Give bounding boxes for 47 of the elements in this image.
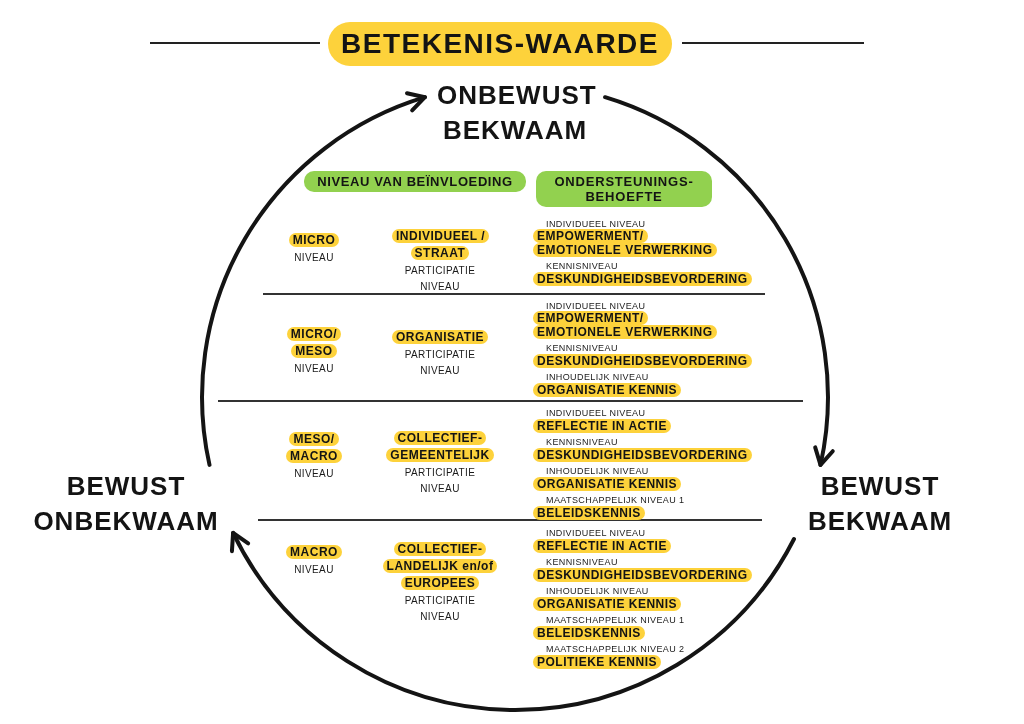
level-label: NIVEAU [294, 363, 334, 374]
level-label: KENNISNIVEAU [546, 437, 618, 447]
highlighted-term: DESKUNDIGHEIDSBEVORDERING [533, 354, 752, 368]
level-label: PARTICIPATIE NIVEAU [404, 265, 476, 292]
level-label: MAATSCHAPPELIJK NIVEAU 1 [546, 495, 685, 505]
level-label: INHOUDELIJK NIVEAU [546, 586, 649, 596]
level-label: INDIVIDUEEL NIVEAU [546, 528, 646, 538]
level-label: PARTICIPATIE NIVEAU [404, 595, 476, 622]
level-label: NIVEAU [294, 252, 334, 263]
level-label: NIVEAU [294, 468, 334, 479]
highlighted-term: REFLECTIE IN ACTIE [533, 539, 671, 553]
highlighted-term: ORGANISATIE [392, 329, 488, 346]
level-label: KENNISNIVEAU [546, 261, 618, 271]
highlighted-term: POLITIEKE KENNIS [533, 655, 661, 669]
level-label: KENNISNIVEAU [546, 557, 618, 567]
highlighted-term: BELEIDSKENNIS [533, 626, 645, 640]
cycle-arrow [231, 530, 796, 712]
level-label: KENNISNIVEAU [546, 343, 618, 353]
level-label: INHOUDELIJK NIVEAU [546, 372, 649, 382]
title-banner: BETEKENIS-WAARDE [328, 22, 672, 66]
stage-label: ONBEWUST BEKWAAM [425, 74, 605, 152]
level-label: PARTICIPATIE NIVEAU [404, 467, 476, 494]
highlighted-term: INDIVIDUEEL / STRAAT [392, 228, 488, 262]
stage-label: BEWUST BEKWAAM [794, 465, 966, 543]
level-label: NIVEAU [294, 564, 334, 575]
level-label: INDIVIDUEEL NIVEAU [546, 301, 646, 311]
level-label: MAATSCHAPPELIJK NIVEAU 1 [546, 615, 685, 625]
highlighted-term: MICRO [288, 232, 340, 249]
cycle-arrow [200, 92, 427, 467]
highlighted-term: DESKUNDIGHEIDSBEVORDERING [533, 272, 752, 286]
highlighted-term: DESKUNDIGHEIDSBEVORDERING [533, 448, 752, 462]
highlighted-term: ORGANISATIE KENNIS [533, 477, 682, 491]
highlighted-term: ORGANISATIE KENNIS [533, 597, 682, 611]
column-header: NIVEAU VAN BEÏNVLOEDING [304, 171, 526, 192]
level-label: MAATSCHAPPELIJK NIVEAU 2 [546, 644, 685, 654]
level-label: PARTICIPATIE NIVEAU [404, 349, 476, 376]
level-label: INDIVIDUEEL NIVEAU [546, 219, 646, 229]
highlighted-term: DESKUNDIGHEIDSBEVORDERING [533, 568, 752, 582]
level-label: INDIVIDUEEL NIVEAU [546, 408, 646, 418]
highlighted-term: BELEIDSKENNIS [533, 506, 645, 520]
level-label: INHOUDELIJK NIVEAU [546, 466, 649, 476]
cycle-arrow [603, 95, 834, 467]
highlighted-term: ORGANISATIE KENNIS [533, 383, 682, 397]
highlighted-term: REFLECTIE IN ACTIE [533, 419, 671, 433]
stage-label: BEWUST ONBEKWAAM [19, 465, 233, 543]
highlighted-term: MACRO [286, 544, 342, 561]
column-header: ONDERSTEUNINGS- BEHOEFTE [536, 171, 712, 207]
